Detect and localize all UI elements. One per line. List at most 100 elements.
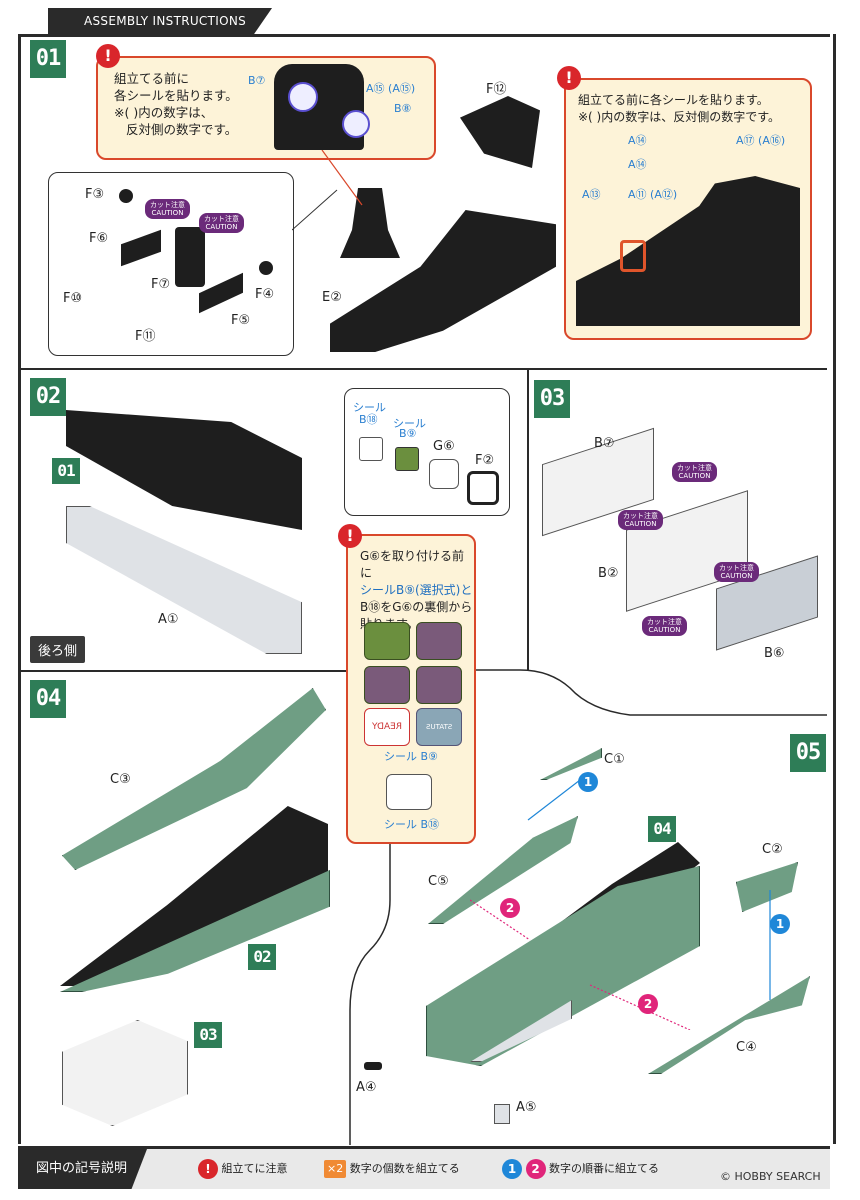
warning-icon: ! bbox=[96, 44, 120, 68]
order-1-badge: 1 bbox=[770, 914, 790, 934]
step-01-badge: 01 bbox=[30, 40, 66, 78]
sticker-a14-label-2: A⑭ bbox=[628, 158, 647, 171]
seal-label-2: シール bbox=[393, 417, 426, 430]
step-01-reference: 01 bbox=[52, 458, 80, 484]
watermark: © HOBBY SEARCH bbox=[720, 1170, 821, 1183]
divider-step1-bottom bbox=[21, 368, 827, 370]
caution-jp: カット注意 bbox=[623, 512, 658, 520]
part-f5-label: F⑤ bbox=[231, 313, 251, 328]
part-a1-label: A① bbox=[158, 612, 179, 627]
part-c2-label: C② bbox=[762, 842, 783, 857]
sticker-b9-status: STATUS bbox=[416, 708, 462, 746]
step2-callout: G⑥を取り付ける前に シールB⑨(選択式)と B⑱をG⑥の裏側から 貼ります。 … bbox=[346, 534, 476, 844]
sticker-b9-option-1 bbox=[364, 622, 410, 660]
sticker-status-text: STATUS bbox=[425, 723, 453, 731]
part-a5-image bbox=[494, 1104, 510, 1124]
sticker-a17-label: A⑰ (A⑯) bbox=[736, 134, 786, 147]
part-g6-shape bbox=[429, 459, 459, 489]
caution-en: CAUTION bbox=[678, 472, 711, 480]
caution-en: CAUTION bbox=[151, 209, 184, 217]
seal-b9-shape bbox=[395, 447, 419, 471]
step1-callout-right: 組立てる前に各シールを貼ります。 ※( )内の数字は、反対側の数字です。 A⑭ … bbox=[564, 78, 812, 340]
order-1-badge: 1 bbox=[502, 1159, 522, 1179]
sticker-b9-option-4 bbox=[416, 666, 462, 704]
step-02-badge: 02 bbox=[30, 378, 66, 416]
sticker-b8-shape bbox=[342, 110, 370, 138]
step1-callout-left-line1: 組立てる前に bbox=[114, 71, 190, 86]
step-02-reference: 02 bbox=[248, 944, 276, 970]
step1-callout-left-line3: ※( )内の数字は、 bbox=[114, 105, 214, 120]
sticker-b7-label: B⑦ bbox=[248, 74, 266, 87]
part-g6-label: G⑥ bbox=[433, 439, 455, 454]
cockpit-closeup-image bbox=[576, 176, 800, 326]
part-c4-label: C④ bbox=[736, 1040, 757, 1055]
part-f6-image bbox=[121, 229, 161, 267]
sticker-b9-option-3 bbox=[364, 666, 410, 704]
part-c3-label: C③ bbox=[110, 772, 131, 787]
part-f7-label: F⑦ bbox=[151, 277, 171, 292]
caution-en: CAUTION bbox=[720, 572, 753, 580]
divider-curve-right bbox=[410, 669, 827, 716]
part-f6-label: F⑥ bbox=[89, 231, 109, 246]
legend-count: ×2 数字の個数を組立てる bbox=[324, 1157, 460, 1181]
order-2-badge: 2 bbox=[638, 994, 658, 1014]
sticker-a14-label-1: A⑭ bbox=[628, 134, 647, 147]
part-f3-image bbox=[119, 189, 133, 203]
warning-icon: ! bbox=[338, 524, 362, 548]
sticker-a11-label: A⑪ (A⑫) bbox=[628, 188, 678, 201]
sticker-a15-label: A⑮ (A⑮) bbox=[366, 82, 416, 95]
part-a4-image bbox=[364, 1062, 382, 1070]
seal-label-1: シール bbox=[353, 401, 386, 414]
caution-jp: カット注意 bbox=[647, 618, 682, 626]
caution-jp: カット注意 bbox=[719, 564, 754, 572]
step2-callout-line1: G⑥を取り付ける前に bbox=[360, 549, 465, 580]
step-03-reference: 03 bbox=[194, 1022, 222, 1048]
part-b2-label: B② bbox=[598, 566, 619, 581]
order-1-badge: 1 bbox=[578, 772, 598, 792]
warning-icon: ! bbox=[557, 66, 581, 90]
step-03-badge: 03 bbox=[534, 380, 570, 418]
seal-b9-label: B⑨ bbox=[399, 427, 417, 440]
seal-b18-shape bbox=[359, 437, 383, 461]
part-f7-image bbox=[175, 227, 205, 287]
step2-subassembly-box: シール B⑱ シール B⑨ G⑥ F② bbox=[344, 388, 510, 516]
legend-count-text: 数字の個数を組立てる bbox=[349, 1162, 460, 1175]
caution-en: CAUTION bbox=[648, 626, 681, 634]
legend-caution: ! 組立てに注意 bbox=[198, 1157, 288, 1181]
part-b7-label: B⑦ bbox=[594, 436, 615, 451]
part-f10-label: F⑩ bbox=[63, 291, 83, 306]
step-04-badge: 04 bbox=[30, 680, 66, 718]
divider-step4-step5 bbox=[349, 840, 391, 1145]
header-bar: ASSEMBLY INSTRUCTIONS bbox=[18, 8, 830, 37]
part-f2-label: F② bbox=[475, 453, 495, 468]
header-title: ASSEMBLY INSTRUCTIONS bbox=[48, 8, 273, 34]
legend-caution-text: 組立てに注意 bbox=[221, 1162, 288, 1175]
divider-step2-step3 bbox=[527, 368, 529, 670]
part-a4-label: A④ bbox=[356, 1080, 377, 1095]
caution-en: CAUTION bbox=[205, 223, 238, 231]
part-f4-image bbox=[259, 261, 273, 275]
step1-callout-arrow bbox=[292, 150, 363, 231]
part-f12-label: F⑫ bbox=[486, 82, 507, 97]
step-05-badge: 05 bbox=[790, 734, 826, 772]
sticker-b9-ready: READY bbox=[364, 708, 410, 746]
step2-callout-line2: シールB⑨(選択式)と bbox=[360, 583, 473, 597]
sticker-b9-caption: シール B⑨ bbox=[384, 750, 438, 763]
part-c5-label: C⑤ bbox=[428, 874, 449, 889]
sticker-b18-caption: シール B⑱ bbox=[384, 818, 440, 831]
step1-callout-left-line4: 反対側の数字です。 bbox=[126, 122, 238, 137]
step1-callout-left-line2: 各シールを貼ります。 bbox=[114, 88, 238, 103]
multiplier-badge: ×2 bbox=[324, 1160, 347, 1178]
sticker-b9-option-2 bbox=[416, 622, 462, 660]
part-f2-shape bbox=[467, 471, 499, 505]
seal-b18-label: B⑱ bbox=[359, 413, 378, 426]
part-f3-label: F③ bbox=[85, 187, 105, 202]
part-f5-image bbox=[199, 272, 243, 314]
step1-callout-right-line1: 組立てる前に各シールを貼ります。 bbox=[578, 93, 769, 107]
sticker-b18-shape bbox=[386, 774, 432, 810]
order-2-badge: 2 bbox=[500, 898, 520, 918]
